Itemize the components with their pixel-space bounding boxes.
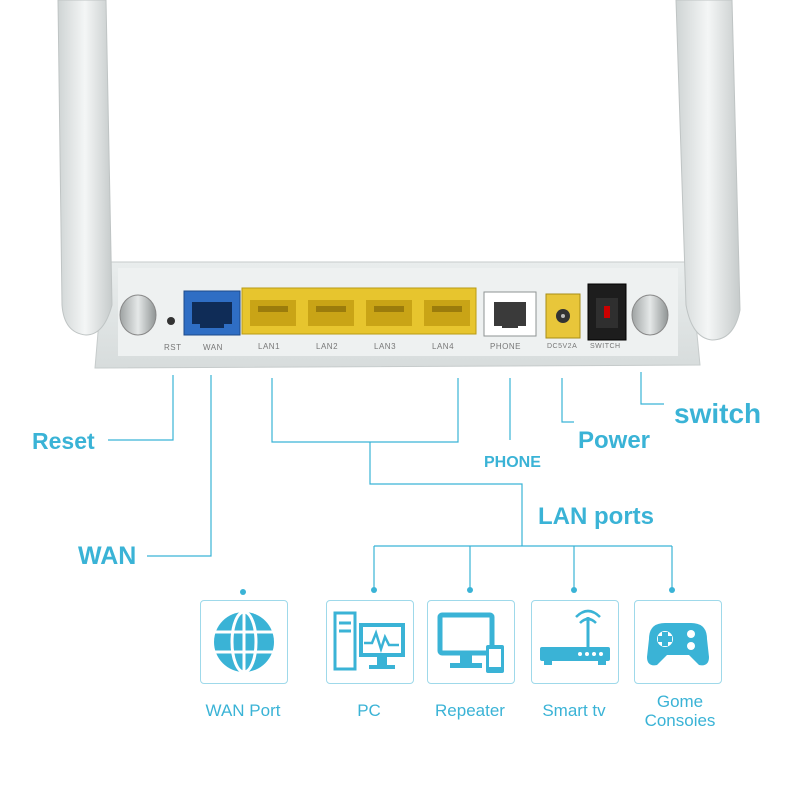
pc-icon — [333, 611, 405, 671]
game-consoles-dot — [669, 587, 675, 593]
lan-ports-callout: LAN ports — [538, 503, 654, 530]
pc-dot — [371, 587, 377, 593]
wan-port — [183, 290, 241, 336]
connector-lines — [108, 372, 673, 590]
router-icon — [540, 609, 610, 665]
game-consoles-label-line1: Gome — [656, 692, 704, 711]
dc-port-label: DC5V2A — [547, 343, 578, 350]
lan4-port-label: LAN4 — [432, 342, 455, 351]
game-consoles-card — [634, 600, 722, 684]
globe-icon — [214, 610, 274, 674]
router-photo — [57, 0, 741, 369]
dc-jack — [545, 293, 581, 339]
reset-pinhole — [167, 317, 175, 325]
wan-port-label: WAN — [203, 343, 223, 352]
game-consoles-label-line2: Consoies — [644, 711, 716, 730]
lan1-port-label: LAN1 — [258, 342, 281, 351]
switch-callout: switch — [674, 398, 762, 429]
rst-port-label: RST — [164, 343, 182, 352]
phone-port-label: PHONE — [490, 342, 521, 351]
wan-port-label: WAN Port — [205, 701, 281, 720]
repeater-card — [427, 600, 515, 684]
wan-port-card — [200, 600, 288, 684]
game-consoles-label: Gome Consoies — [630, 692, 730, 730]
gamepad-icon — [647, 623, 709, 666]
lan2-port-label: LAN2 — [316, 342, 339, 351]
right-antenna — [631, 0, 741, 341]
pc-card — [326, 600, 414, 684]
power-callout: Power — [578, 427, 651, 454]
phone-port — [483, 291, 537, 337]
smart-tv-label: Smart tv — [542, 701, 606, 720]
reset-callout: Reset — [32, 428, 95, 454]
lan-ports — [241, 287, 477, 335]
monitor-phone-icon — [437, 612, 504, 673]
smart-tv-card — [531, 600, 619, 684]
wan-port-dot — [240, 589, 246, 595]
left-antenna — [57, 0, 157, 336]
smart-tv-dot — [571, 587, 577, 593]
power-switch — [587, 283, 627, 341]
lan3-port-label: LAN3 — [374, 342, 397, 351]
phone-callout: PHONE — [484, 454, 541, 471]
wan-callout: WAN — [78, 542, 137, 570]
repeater-dot — [467, 587, 473, 593]
switch-port-label: SWITCH — [590, 343, 621, 350]
repeater-label: Repeater — [435, 701, 505, 720]
pc-label: PC — [357, 701, 381, 720]
